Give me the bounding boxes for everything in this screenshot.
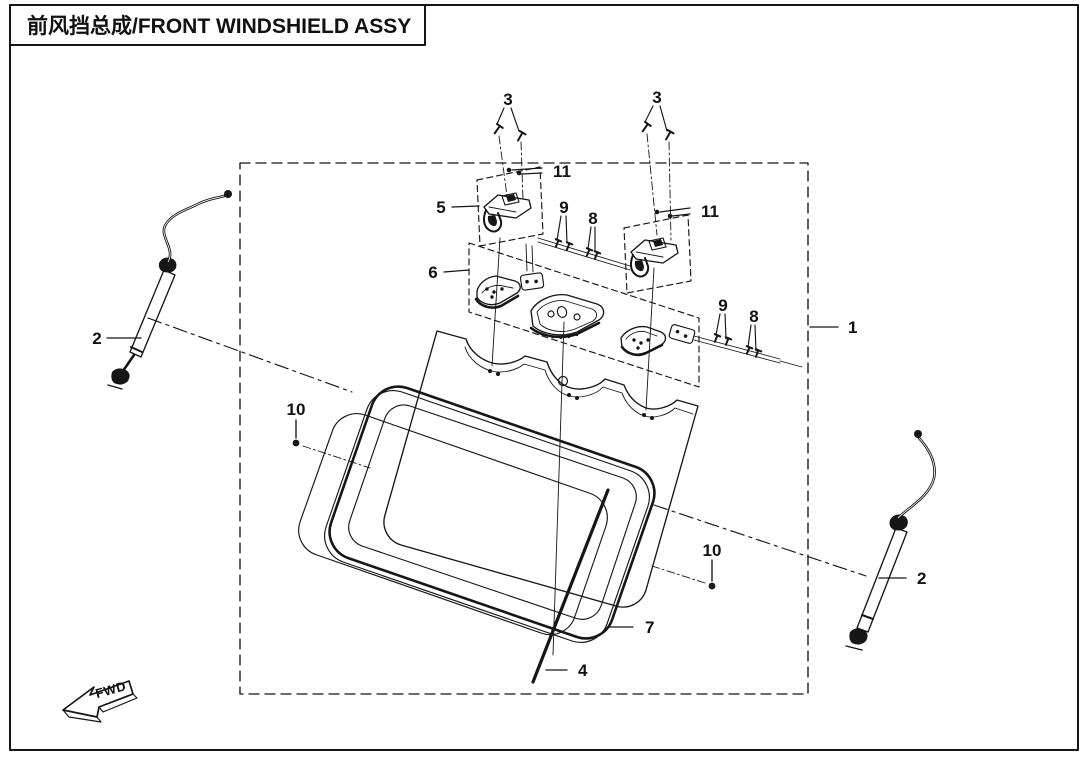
seal-frame-front-face xyxy=(298,413,608,636)
callout-7: 7 xyxy=(607,618,654,637)
svg-text:2: 2 xyxy=(92,329,101,348)
callout-11-left: 11 xyxy=(511,162,571,181)
callout-4: 4 xyxy=(545,661,588,680)
leader-center-bracket xyxy=(552,321,565,656)
glass-mount-hole xyxy=(557,375,569,387)
mount-pad-left xyxy=(474,275,521,309)
svg-text:7: 7 xyxy=(645,618,654,637)
screw-group-8-left: 8 xyxy=(585,209,602,260)
seal-frame-inner-edge xyxy=(348,404,637,620)
screw-group-9-left: 9 xyxy=(554,198,574,251)
svg-text:9: 9 xyxy=(559,198,568,217)
screw-group-3-right: 3 xyxy=(641,88,675,241)
clamp-bracket-left xyxy=(482,192,532,233)
svg-text:11: 11 xyxy=(553,162,571,181)
clamp-bracket-right xyxy=(629,237,679,278)
cable-ball-end-left xyxy=(224,190,232,198)
trim-rod xyxy=(531,488,610,684)
title-box xyxy=(9,4,426,46)
plate-leader-lines xyxy=(525,243,534,273)
hole-plate-left xyxy=(519,272,545,291)
callout-1: 1 xyxy=(809,318,857,337)
gas-strut-right xyxy=(845,430,936,651)
screw-group-3-left: 3 xyxy=(493,90,527,201)
svg-text:4: 4 xyxy=(578,661,588,680)
callout-6: 6 xyxy=(428,263,470,282)
assembly-boundary-box xyxy=(239,162,809,695)
page-border xyxy=(9,4,1079,751)
windshield-seal-frame xyxy=(298,385,656,643)
clip-pin-right: 10 xyxy=(651,541,722,590)
cable-ball-end-right xyxy=(914,430,922,438)
callout-11-right: 11 xyxy=(659,202,719,221)
diagram-title: 前风挡总成/FRONT WINDSHIELD ASSY xyxy=(27,14,411,38)
clamp-left-boundary xyxy=(476,166,544,247)
svg-text:10: 10 xyxy=(287,400,306,419)
svg-text:11: 11 xyxy=(701,202,719,221)
mount-pad-right xyxy=(620,325,667,357)
svg-text:3: 3 xyxy=(652,88,661,107)
hole-plate-right xyxy=(668,324,696,344)
hinge-axis-centerline xyxy=(147,317,867,577)
clip-pin-left: 10 xyxy=(287,400,371,469)
screw-group-8-right: 8 xyxy=(745,307,763,358)
bracket-set-boundary xyxy=(468,242,700,388)
leader-clamp-right xyxy=(645,267,655,411)
leader-clamp-left xyxy=(491,237,501,367)
svg-text:1: 1 xyxy=(848,318,857,337)
rail-left xyxy=(537,237,631,271)
windshield-glass xyxy=(383,330,699,608)
svg-text:5: 5 xyxy=(436,198,445,217)
svg-text:2: 2 xyxy=(917,569,926,588)
svg-text:8: 8 xyxy=(588,209,597,228)
clamp-right-boundary xyxy=(623,214,692,294)
gas-strut-left xyxy=(107,190,232,390)
fwd-direction-arrow: FWD xyxy=(62,678,138,723)
callout-5: 5 xyxy=(436,198,480,217)
screw-group-9-right: 9 xyxy=(713,296,733,346)
callout-2-left: 2 xyxy=(92,329,142,348)
svg-text:3: 3 xyxy=(503,90,512,109)
rail-right xyxy=(693,335,803,368)
svg-text:8: 8 xyxy=(749,307,758,326)
mount-pad-center xyxy=(529,293,605,340)
svg-text:6: 6 xyxy=(428,263,437,282)
svg-text:9: 9 xyxy=(718,296,727,315)
callout-2-right: 2 xyxy=(878,569,926,588)
svg-text:10: 10 xyxy=(703,541,722,560)
